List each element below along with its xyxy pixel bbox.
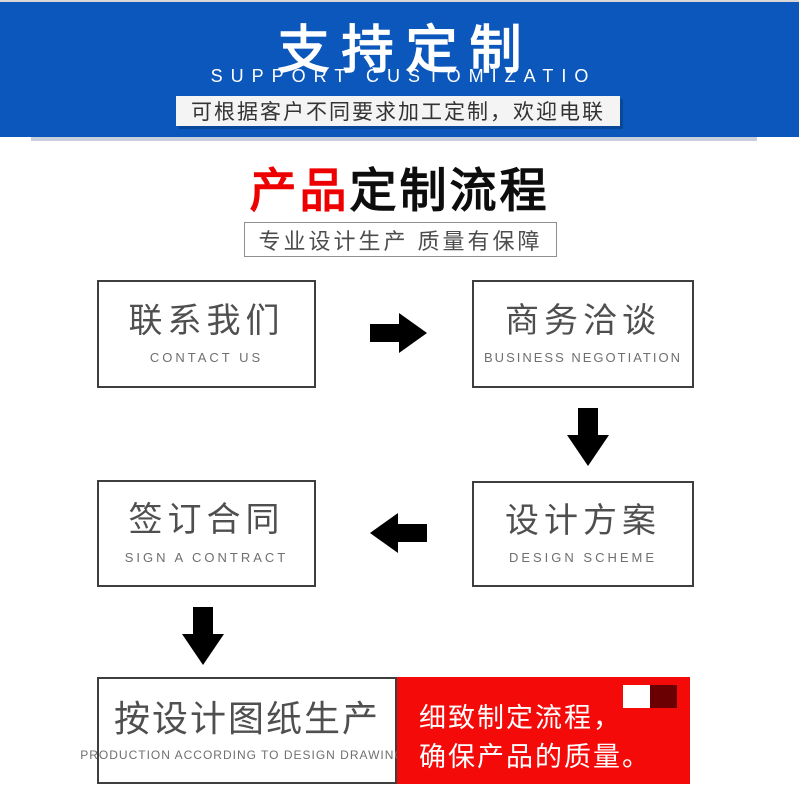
- flow-step-production: 按设计图纸生产 PRODUCTION ACCORDING TO DESIGN D…: [80, 677, 413, 784]
- banner: 支持定制 SUPPORT CUSTOMIZATIO 可根据客户不同要求加工定制，…: [0, 0, 799, 137]
- flow-step-label-zh: 联系我们: [128, 301, 285, 340]
- quality-note-text: 细致制定流程， 确保产品的质量。: [419, 699, 651, 777]
- quality-note-line2: 确保产品的质量。: [419, 742, 651, 773]
- flow-step-label-en: BUSINESS NEGOTIATION: [484, 350, 682, 366]
- page-title-accent: 产品: [249, 164, 350, 217]
- flow-step-business-negotiation: 商务洽谈 BUSINESS NEGOTIATION: [472, 280, 694, 388]
- arrow-down-icon: [567, 408, 609, 466]
- flow-step-contact-us: 联系我们 CONTACT US: [97, 280, 316, 388]
- banner-title: 支持定制: [277, 22, 534, 80]
- dark-red-square-decoration: [650, 685, 677, 708]
- white-square-decoration: [623, 685, 650, 708]
- flow-step-design-scheme: 设计方案 DESIGN SCHEME: [472, 481, 694, 587]
- quality-note-line1: 细致制定流程，: [419, 703, 622, 733]
- flow-step-label-zh: 设计方案: [505, 501, 661, 540]
- arrow-left-icon: [370, 513, 427, 553]
- flow-step-label-en: SIGN A CONTRACT: [124, 549, 289, 565]
- quality-note-card: 细致制定流程， 确保产品的质量。: [397, 677, 690, 784]
- banner-shadow-divider: [31, 137, 757, 141]
- flow-step-label-en: CONTACT US: [149, 350, 264, 366]
- subtitle-badge: 专业设计生产 质量有保障: [244, 222, 557, 257]
- banner-subtitle: SUPPORT CUSTOMIZATIO: [210, 66, 597, 86]
- flow-step-label-zh: 签订合同: [128, 501, 285, 540]
- flow-step-label-zh: 商务洽谈: [505, 301, 661, 340]
- page-title: 产品定制流程: [0, 152, 799, 221]
- flow-step-label-en: PRODUCTION ACCORDING TO DESIGN DRAWINGS: [80, 747, 414, 762]
- flow-step-sign-contract: 签订合同 SIGN A CONTRACT: [97, 480, 316, 587]
- banner-note: 可根据客户不同要求加工定制，欢迎电联: [176, 96, 620, 126]
- arrow-right-icon: [370, 313, 427, 353]
- page-title-rest: 定制流程: [349, 164, 550, 217]
- arrow-down-icon: [182, 607, 224, 665]
- flow-step-label-en: DESIGN SCHEME: [508, 550, 658, 566]
- flow-step-label-zh: 按设计图纸生产: [113, 698, 380, 740]
